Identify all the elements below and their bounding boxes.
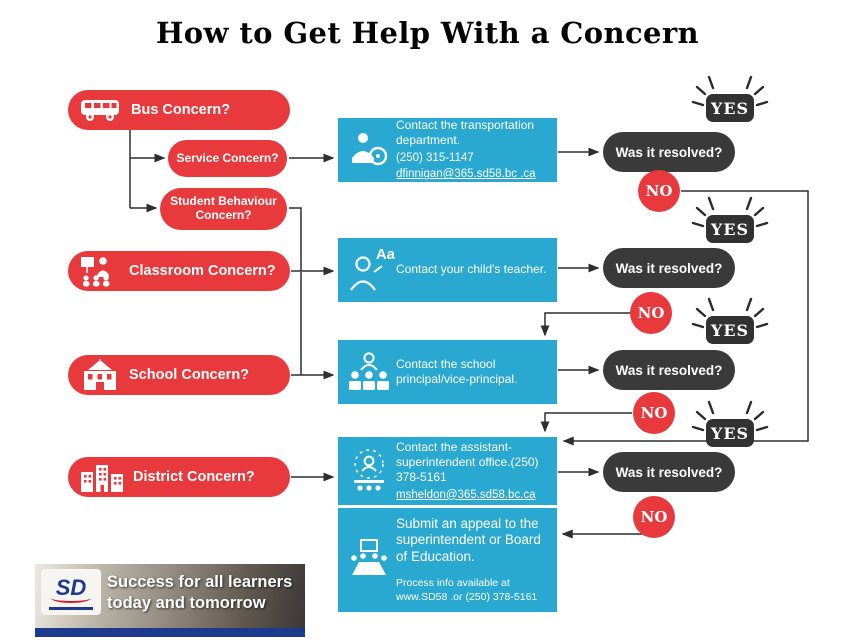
resolved-label: Was it resolved? — [615, 464, 723, 480]
page-title: How to Get Help With a Concern — [155, 16, 700, 50]
concern-label: School Concern? — [129, 367, 250, 383]
action-teacher: Aa Contact your child's teacher. — [338, 238, 557, 302]
classroom-concern-pill: Classroom Concern? — [68, 251, 290, 291]
action-email-link[interactable]: dfinnigan@365.sd58.bc .ca — [396, 168, 536, 181]
banner-slogan-line1: Success for all learners — [107, 573, 293, 591]
teacher-aa-icon: Aa — [342, 243, 396, 297]
yes-badge-2: YES — [690, 195, 770, 247]
yes-label: YES — [706, 419, 754, 447]
resolved-label: Was it resolved? — [615, 260, 723, 276]
banner-blue-strip — [35, 628, 305, 637]
action-title: Contact the transportation department. — [396, 117, 535, 148]
action-title: Contact your child's teacher. — [396, 262, 547, 277]
concern-label: District Concern? — [133, 469, 255, 485]
no-label: NO — [645, 182, 673, 200]
yes-label: YES — [706, 316, 754, 344]
resolved-pill-1: Was it resolved? — [603, 132, 735, 172]
action-principal: Contact the school principal/vice-princi… — [338, 340, 557, 404]
district-concern-pill: District Concern? — [68, 457, 290, 497]
action-title: Submit an appeal to the superintendent o… — [396, 515, 541, 565]
no-bubble-2: NO — [630, 292, 672, 334]
resolved-pill-4: Was it resolved? — [603, 452, 735, 492]
no-bubble-1: NO — [638, 170, 680, 212]
bus-driver-icon — [342, 123, 396, 177]
principal-group-icon — [342, 345, 396, 399]
no-label: NO — [640, 508, 668, 526]
yes-label: YES — [706, 94, 754, 122]
school-concern-pill: School Concern? — [68, 355, 290, 395]
action-note: Process info available at www.SD58 .or (… — [396, 577, 538, 603]
action-title: Contact the school principal/vice-princi… — [396, 356, 518, 386]
district-banner: SD Success for all learners today and to… — [35, 564, 305, 637]
action-assistant-superintendent: Contact the assistant-superintendent off… — [338, 437, 557, 505]
teacher-classroom-icon — [80, 255, 120, 287]
aa-sample-text: Aa — [375, 246, 395, 263]
concern-label: Service Concern? — [176, 150, 279, 165]
district-buildings-icon — [80, 461, 124, 493]
burst-rays-icon — [691, 75, 769, 107]
banner-slogan-line2: today and tomorrow — [107, 594, 266, 613]
concern-label: Bus Concern? — [131, 102, 231, 118]
action-board-appeal: Submit an appeal to the superintendent o… — [338, 508, 557, 612]
bus-concern-pill: Bus Concern? — [68, 90, 290, 130]
no-label: NO — [640, 404, 668, 422]
action-phone: (250) 315-1147 — [396, 151, 474, 164]
resolved-label: Was it resolved? — [615, 362, 723, 378]
bus-icon — [80, 97, 122, 124]
no-label: NO — [637, 304, 665, 322]
yes-badge-1: YES — [690, 74, 770, 126]
action-email-link[interactable]: msheldon@365.sd58.bc.ca — [396, 488, 536, 501]
resolved-pill-2: Was it resolved? — [603, 248, 735, 288]
yes-label: YES — [706, 215, 754, 243]
concern-label: Student Behaviour Concern? — [170, 194, 277, 222]
no-bubble-4: NO — [633, 496, 675, 538]
no-bubble-3: NO — [633, 392, 675, 434]
student-behaviour-concern-pill: Student Behaviour Concern? — [160, 188, 287, 230]
service-concern-pill: Service Concern? — [168, 140, 287, 177]
action-title: Contact the assistant-superintendent off… — [396, 439, 539, 485]
logo-bar — [49, 607, 93, 610]
sd58-logo: SD — [41, 569, 101, 615]
school-building-icon — [80, 359, 120, 391]
board-meeting-icon — [342, 513, 396, 607]
concern-label: Classroom Concern? — [129, 263, 276, 279]
yes-badge-4: YES — [690, 399, 770, 451]
action-transportation: Contact the transportation department. (… — [338, 118, 557, 182]
superintendent-office-icon — [342, 442, 396, 500]
resolved-pill-3: Was it resolved? — [603, 350, 735, 390]
logo-swoosh — [51, 593, 91, 603]
yes-badge-3: YES — [690, 296, 770, 348]
resolved-label: Was it resolved? — [615, 144, 723, 160]
